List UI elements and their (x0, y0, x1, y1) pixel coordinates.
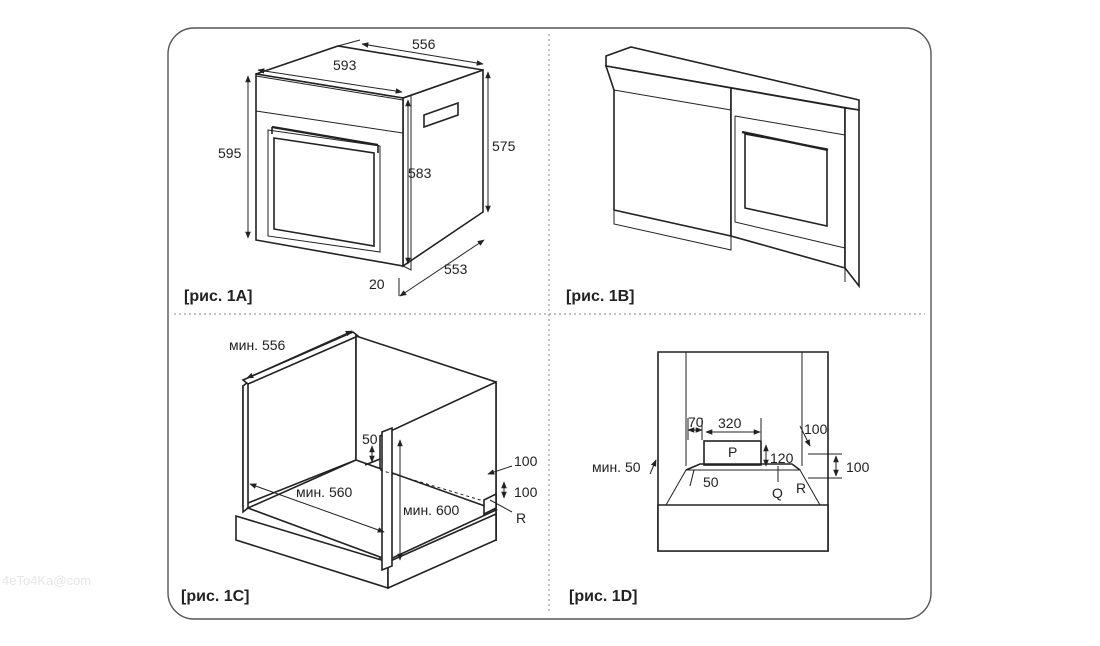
oven-drawing (255, 45, 484, 271)
dim-595: 595 (218, 145, 242, 161)
dim-100-top: 100 (514, 453, 538, 469)
dimension-lines (245, 39, 491, 297)
dim-50: 50 (362, 431, 378, 447)
dim-575: 575 (492, 138, 516, 154)
dim-20: 20 (369, 276, 385, 292)
panel-1d: 70 320 P 120 100 100 мин. 50 50 Q R [рис… (569, 351, 870, 605)
dim-min-560: мин. 560 (296, 484, 353, 500)
caption-1b: [рис. 1B] (566, 288, 635, 305)
dim-min-50: мин. 50 (592, 459, 641, 475)
dim-583: 583 (408, 165, 432, 181)
dim-100-right: 100 (846, 459, 870, 475)
dim-556: 556 (412, 36, 436, 52)
label-r: R (796, 480, 806, 496)
dim-553: 553 (444, 261, 468, 277)
dim-70: 70 (688, 414, 704, 430)
panel-1c: мин. 556 мин. 560 мин. 600 50 100 100 R … (181, 330, 538, 605)
label-r: R (516, 510, 526, 526)
label-p: P (728, 444, 737, 460)
watermark: 4eTo4Ka@com (2, 573, 91, 588)
dim-100-top: 100 (804, 421, 828, 437)
caption-1d: [рис. 1D] (569, 588, 638, 605)
label-q: Q (772, 485, 783, 501)
dim-50: 50 (703, 474, 719, 490)
dim-min-600: мин. 600 (403, 502, 460, 518)
dim-100-bottom: 100 (514, 484, 538, 500)
panel-1b: [рис. 1B] (566, 46, 860, 305)
dim-320: 320 (718, 415, 742, 431)
panel-1a: 556 593 595 575 583 20 553 [рис. 1A] (184, 36, 516, 305)
caption-1a: [рис. 1A] (184, 288, 253, 305)
dim-593: 593 (333, 57, 357, 73)
dim-120: 120 (770, 450, 794, 466)
caption-1c: [рис. 1C] (181, 588, 250, 605)
dim-min-556: мин. 556 (229, 337, 286, 353)
outer-frame (167, 27, 932, 620)
